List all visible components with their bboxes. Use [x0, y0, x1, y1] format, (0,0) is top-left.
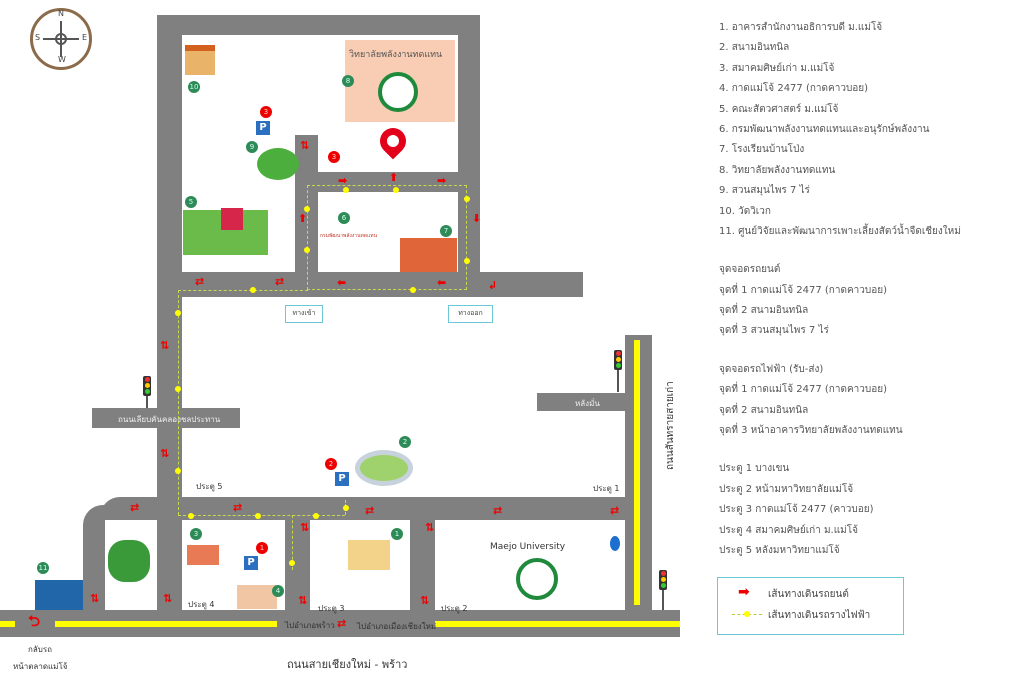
stadium-icon [355, 450, 413, 486]
compass-s: S [35, 33, 41, 42]
list-item: 8. วิทยาลัยพลังงานทดแทน [719, 164, 836, 176]
car-route-arrow-icon: ➡ [738, 584, 750, 600]
u-turn-location-label: หน้าตลาดแม่โจ้ [13, 662, 68, 671]
list-item: 2. สนามอินทนิล [719, 42, 790, 54]
list-item: ประตู 4 สมาคมศิษย์เก่า ม.แม่โจ้ [719, 524, 858, 536]
main-road-label: ถนนสายเชียงใหม่ - พร้าว [287, 658, 408, 671]
list-item: จุดที่ 1 กาดแม่โจ้ 2477 (กาดคาวบอย) [719, 384, 888, 396]
tram-stops-title: จุดจอดรถไฟฟ้า (รับ-ส่ง) [719, 363, 824, 375]
market-icon [237, 585, 277, 609]
list-item: ประตู 3 กาดแม่โจ้ 2477 (คาวบอย) [719, 504, 874, 516]
list-item: 3. สมาคมศิษย์เก่า ม.แม่โจ้ [719, 62, 835, 74]
exit-sign: ทางออก [448, 305, 493, 323]
marker-7: 7 [440, 225, 452, 237]
legend: ➡ เส้นทางเดินรถยนต์ เส้นทางเดินรถรางไฟฟ้… [717, 577, 904, 635]
marker-10: 10 [188, 81, 200, 93]
gate3-label: ประตู 3 [318, 604, 345, 613]
parking-number-2: 2 [325, 458, 337, 470]
u-turn-icon: ⮌ [28, 612, 41, 630]
parking-number-1: 1 [256, 542, 268, 554]
school-icon [400, 238, 457, 272]
gate4-label: ประตู 4 [188, 600, 215, 609]
back-road-label: หลังมั่น [575, 399, 600, 408]
university-logo-main [516, 558, 558, 600]
traffic-light-icon [614, 350, 622, 370]
legend-car-route: เส้นทางเดินรถยนต์ [768, 589, 849, 600]
list-item: 9. สวนสมุนไพร 7 ไร่ [719, 185, 810, 197]
list-item: จุดที่ 1 กาดแม่โจ้ 2477 (กาดคาวบอย) [719, 284, 888, 296]
list-item: 7. โรงเรียนบ้านโป่ง [719, 144, 805, 156]
list-item: 10. วัดวิเวก [719, 205, 771, 217]
traffic-light-icon [659, 570, 667, 590]
to-phrao-label: ไปอำเภอพร้าว [285, 621, 335, 630]
marker-6: 6 [338, 212, 350, 224]
gate5-label: ประตู 5 [196, 482, 223, 491]
location-pin-icon [374, 122, 412, 160]
parking-icon: P [256, 121, 270, 135]
car-parking-title: จุดจอดรถยนต์ [719, 264, 781, 276]
list-item: จุดที่ 2 สนามอินทนิล [719, 305, 809, 317]
dede-label: กรมพัฒนาพลังงานทดแทน [320, 233, 377, 239]
marker-4: 4 [272, 585, 284, 597]
maejo-label: Maejo University [490, 542, 566, 552]
gas-station-icon [610, 536, 620, 551]
list-item: 1. อาคารสำนักงานอธิการบดี ม.แม่โจ้ [719, 22, 883, 33]
university-logo [378, 72, 418, 112]
compass: N W S E [30, 8, 92, 70]
gate2-label: ประตู 2 [441, 604, 468, 613]
marker-11: 11 [37, 562, 49, 574]
list-item: จุดที่ 2 สนามอินทนิล [719, 404, 809, 416]
dede-logo: กรมพัฒนาพลังงานทดแทน [320, 232, 390, 240]
tram-stop-number-3: 3 [328, 151, 340, 163]
marker-3: 3 [190, 528, 202, 540]
parking-icon: P [335, 472, 349, 486]
sansai-road-label: ถนนสันทรายสายเก่า [665, 381, 676, 470]
list-item: 5. คณะสัตวศาสตร์ ม.แม่โจ้ [719, 103, 839, 115]
list-item: ประตู 5 หลังมหาวิทยาแม่โจ้ [719, 544, 840, 556]
herb-garden-icon [257, 148, 299, 180]
canal-road-label: ถนนเลียบคันคลองชลประทาน [118, 415, 221, 424]
aquaculture-center-icon [35, 580, 83, 610]
list-item: 6. กรมพัฒนาพลังงานทดแทนและอนุรักษ์พลังงา… [719, 123, 930, 135]
parking-icon: P [244, 556, 258, 570]
farm-icon [183, 208, 268, 255]
list-item: ประตู 2 หน้ามหาวิทยาลัยแม่โจ้ [719, 483, 854, 495]
college-block: วิทยาลัยพลังงานทดแทน [345, 40, 455, 122]
list-item: 4. กาดแม่โจ้ 2477 (กาดคาวบอย) [719, 83, 869, 95]
legend-tram-route: เส้นทางเดินรถรางไฟฟ้า [768, 610, 871, 621]
forest-icon [108, 540, 150, 582]
to-city-label: ไปอำเภอเมืองเชียงใหม่ [357, 622, 437, 631]
tram-route-line-icon [732, 611, 762, 617]
compass-s-w: W [58, 55, 66, 64]
traffic-light-icon [143, 376, 151, 396]
places-list: 1. อาคารสำนักงานอธิการบดี ม.แม่โจ้ 2. สน… [719, 20, 961, 563]
marker-8: 8 [342, 75, 354, 87]
temple-icon [185, 45, 215, 75]
marker-9: 9 [246, 141, 258, 153]
admin-building-icon [348, 540, 390, 570]
entrance-sign: ทางเข้า [285, 305, 323, 323]
list-item: ประตู 1 บางเขน [719, 463, 790, 475]
gate1-label: ประตู 1 [593, 484, 620, 493]
compass-n: N [58, 9, 64, 18]
list-item: จุดที่ 3 หน้าอาคารวิทยาลัยพลังงานทดแทน [719, 425, 903, 437]
list-item: จุดที่ 3 สวนสมุนไพร 7 ไร่ [719, 325, 829, 337]
list-item: 11. ศูนย์วิจัยและพัฒนาการเพาะเลี้ยงสัตว์… [719, 225, 961, 237]
college-title: วิทยาลัยพลังงานทดแทน [349, 50, 443, 60]
marker-5: 5 [185, 196, 197, 208]
alumni-building-icon [187, 545, 219, 565]
u-turn-label: กลับรถ [28, 645, 52, 654]
marker-2: 2 [399, 436, 411, 448]
marker-1: 1 [391, 528, 403, 540]
compass-e: E [82, 33, 88, 42]
parking-number-3: 3 [260, 106, 272, 118]
